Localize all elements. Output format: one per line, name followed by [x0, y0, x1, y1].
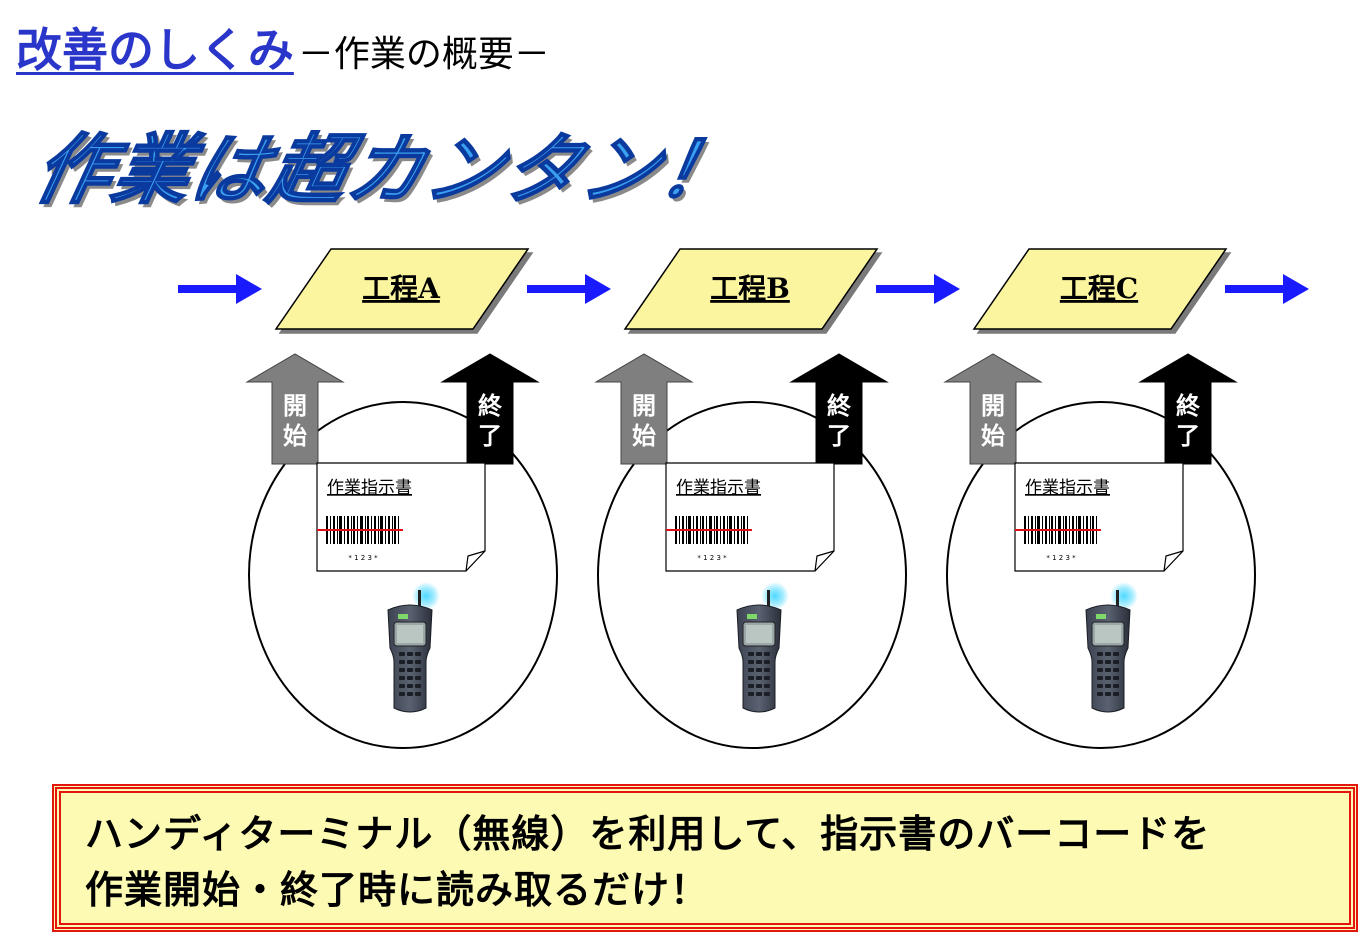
process-c-document	[1014, 462, 1184, 572]
process-b-barcode-text: * 1 2 3 *	[697, 554, 727, 562]
process-c-label: 工程C	[1060, 272, 1138, 305]
process-b-parallelogram	[623, 248, 879, 330]
process-c-parallelogram	[972, 248, 1228, 330]
process-c-end-char2: 了	[1176, 422, 1200, 450]
process-b-start-char2: 始	[632, 422, 656, 450]
process-a-parallelogram	[274, 248, 530, 330]
process-c-end-arrow	[1138, 353, 1238, 465]
process-flow-diagram: 工程A 開 始 終 了 作業指示書 * 1 2 3 * 工程B 開 始 終 了 …	[178, 248, 1309, 749]
process-c-start-char2: 始	[981, 422, 1005, 450]
process-b: 工程B 開 始 終 了 作業指示書 * 1 2 3 *	[594, 248, 907, 749]
process-a-start-arrow	[245, 353, 345, 465]
process-a-end-char1: 終	[478, 392, 503, 420]
process-b-end-char2: 了	[827, 422, 851, 450]
flow-arrow-in	[178, 274, 262, 304]
process-a-start-char2: 始	[283, 422, 307, 450]
summary-note-line2: 作業開始・終了時に読み取るだけ！	[85, 868, 710, 912]
process-c-document-title: 作業指示書	[1025, 478, 1110, 498]
slide-subtitle: －作業の概要－	[297, 34, 550, 75]
process-c: 工程C 開 始 終 了 作業指示書 * 1 2 3 *	[943, 248, 1256, 749]
process-a-barcode-text: * 1 2 3 *	[348, 554, 378, 562]
process-a-end-char2: 了	[478, 422, 502, 450]
process-a-end-arrow	[440, 353, 540, 465]
process-b-start-arrow	[594, 353, 694, 465]
slide-header: 改善のしくみ－作業の概要－	[16, 14, 550, 84]
process-b-document	[665, 462, 835, 572]
slide-title: 改善のしくみ	[16, 23, 294, 77]
process-a-start-char1: 開	[283, 392, 307, 420]
process-b-end-char1: 終	[827, 392, 852, 420]
process-a-document-title: 作業指示書	[327, 478, 412, 498]
process-b-label: 工程B	[710, 272, 790, 305]
process-c-start-char1: 開	[981, 392, 1005, 420]
process-c-start-arrow	[943, 353, 1043, 465]
process-b-document-title: 作業指示書	[676, 478, 761, 498]
process-b-end-arrow	[789, 353, 889, 465]
flow-arrow-out	[1225, 274, 1309, 304]
process-a-document	[316, 462, 486, 572]
process-a: 工程A 開 始 終 了 作業指示書 * 1 2 3 *	[245, 248, 558, 749]
flow-arrow-b-c	[876, 274, 960, 304]
summary-note-line1: ハンディターミナル（無線）を利用して、指示書のバーコードを	[85, 812, 1211, 856]
flow-arrow-a-b	[527, 274, 611, 304]
process-c-end-char1: 終	[1176, 392, 1201, 420]
process-b-start-char1: 開	[632, 392, 656, 420]
summary-note-box: ハンディターミナル（無線）を利用して、指示書のバーコードを 作業開始・終了時に読…	[52, 784, 1358, 932]
process-a-label: 工程A	[362, 272, 441, 305]
process-c-barcode-text: * 1 2 3 *	[1046, 554, 1076, 562]
